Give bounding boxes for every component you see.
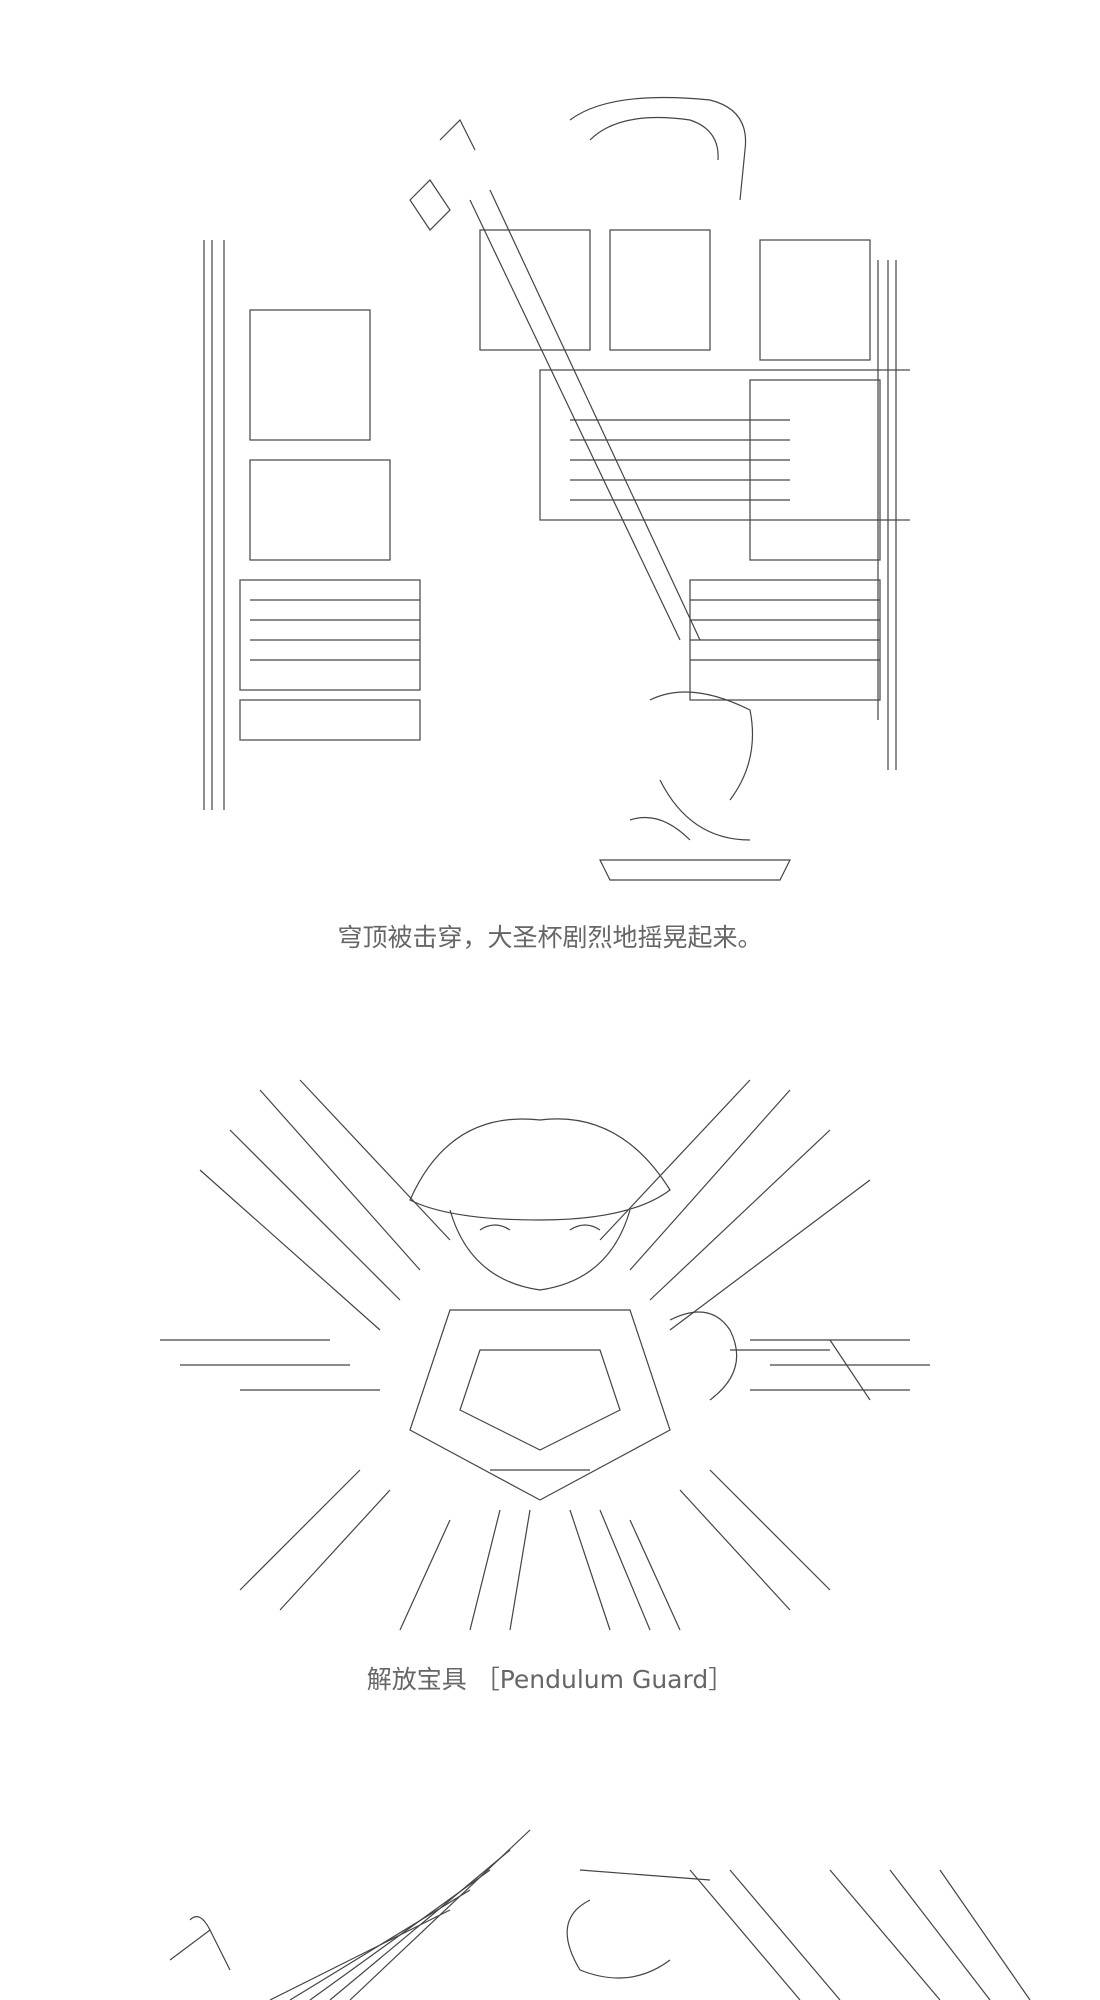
ascii-art-ceiling-collapse-icon xyxy=(203,96,910,881)
ascii-art-speed-lines-icon xyxy=(169,1829,1031,2000)
panel-3 xyxy=(150,1810,1050,2000)
panel-1 xyxy=(190,80,910,910)
panel-2 xyxy=(150,1070,950,1640)
panel-1-caption: 穹顶被击穿，大圣杯剧烈地摇晃起来。 xyxy=(337,923,763,952)
ascii-art-pendulum-guard-icon xyxy=(160,1079,930,1631)
panel-2-caption: 解放宝具 ［Pendulum Guard］ xyxy=(366,1665,734,1694)
